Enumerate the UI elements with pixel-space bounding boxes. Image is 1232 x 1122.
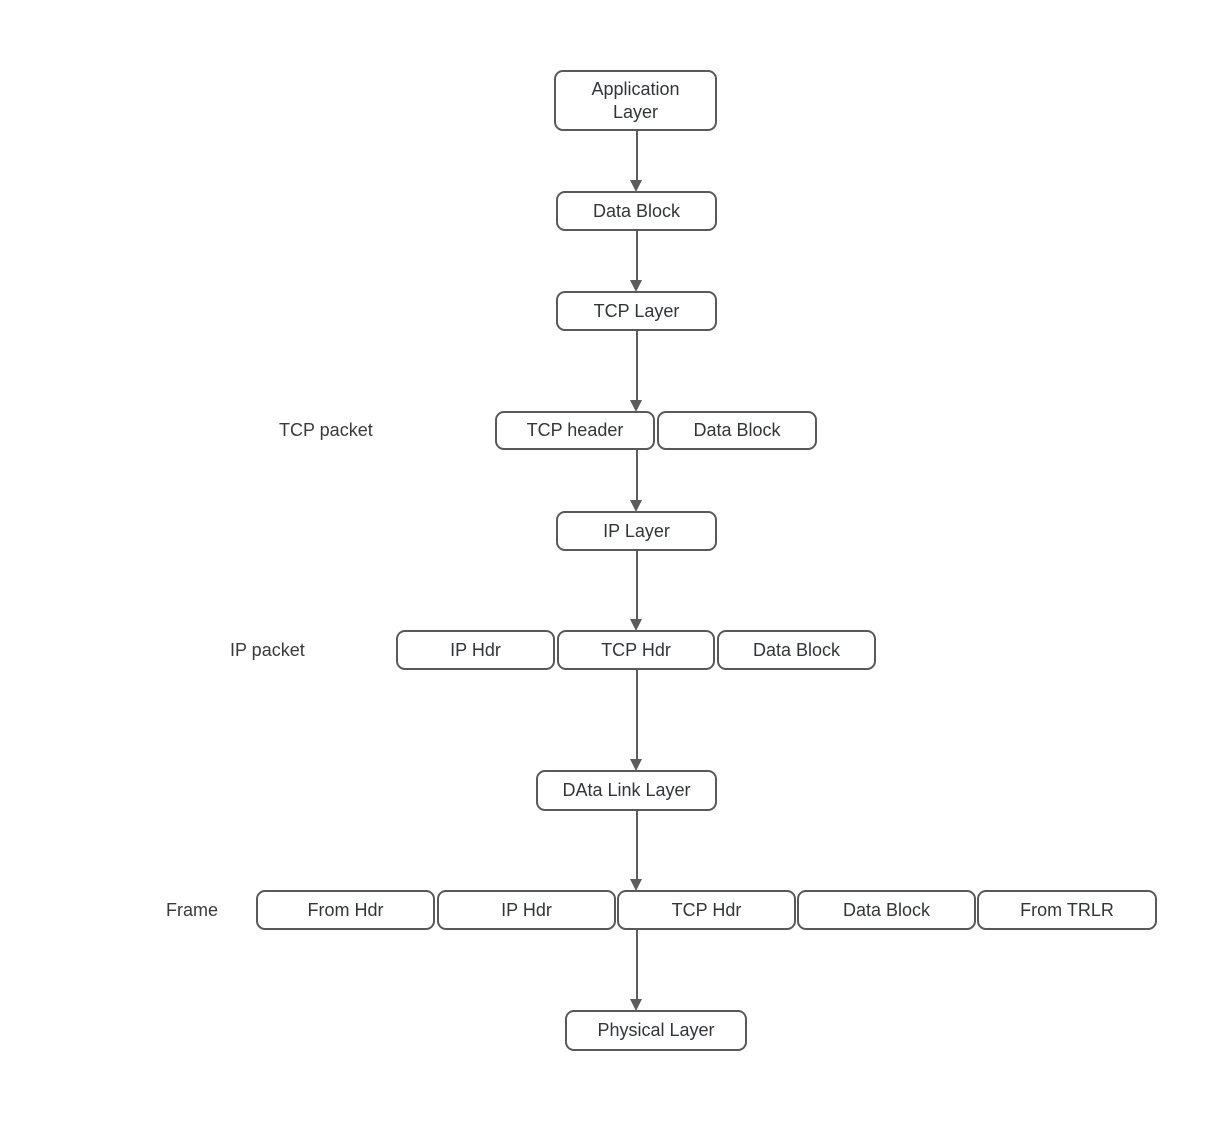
node-application-layer-label: Application Layer xyxy=(591,78,680,122)
arrow-line xyxy=(635,811,638,880)
arrow-head-icon xyxy=(630,999,642,1011)
node-physical-layer-label: Physical Layer xyxy=(597,1020,715,1040)
node-data-block: Data Block xyxy=(556,191,717,231)
arrow-line xyxy=(635,450,638,501)
node-application-layer: Application Layer xyxy=(554,70,717,131)
arrow-head-icon xyxy=(630,280,642,292)
cell-tcp-hdr-label: TCP Hdr xyxy=(601,639,671,660)
cell-ip-hdr: IP Hdr xyxy=(396,630,555,670)
arrow-head-icon xyxy=(630,619,642,631)
node-tcp-layer: TCP Layer xyxy=(556,291,717,331)
cell-tcp-header-label: TCP header xyxy=(526,420,624,440)
arrow-ippacket-to-datalink xyxy=(630,670,643,771)
arrow-datalink-to-frame xyxy=(630,811,643,891)
cell-frame-data-block-label: Data Block xyxy=(842,899,931,920)
cell-from-hdr: From Hdr xyxy=(256,890,435,930)
node-ip-layer: IP Layer xyxy=(556,511,717,551)
arrow-tcppacket-to-iplayer xyxy=(630,450,643,512)
arrow-line xyxy=(635,930,638,1000)
cell-frame-ip-hdr: IP Hdr xyxy=(437,890,616,930)
arrow-line xyxy=(635,331,638,401)
node-physical-layer: Physical Layer xyxy=(565,1010,747,1051)
cell-tcp-header: TCP header xyxy=(495,411,655,450)
row-label-frame: Frame xyxy=(166,900,219,920)
cell-frame-ip-hdr-label: IP Hdr xyxy=(501,899,552,920)
arrow-line xyxy=(635,131,638,181)
cell-from-trlr-label: From TRLR xyxy=(1020,899,1114,920)
arrow-tcplayer-to-tcppacket xyxy=(630,331,643,412)
arrow-head-icon xyxy=(630,500,642,512)
row-label-ip-packet: IP packet xyxy=(230,640,305,660)
node-data-link-layer-label: DAta Link Layer xyxy=(562,780,691,800)
node-tcp-layer-label: TCP Layer xyxy=(593,300,680,321)
cell-frame-tcp-hdr-label: TCP Hdr xyxy=(671,899,742,920)
row-label-tcp-packet: TCP packet xyxy=(279,420,373,440)
arrow-line xyxy=(635,551,638,620)
arrow-datablock-to-tcplayer xyxy=(630,231,643,292)
arrow-head-icon xyxy=(630,759,642,771)
arrow-iplayer-to-ippacket xyxy=(630,551,643,631)
arrow-line xyxy=(635,670,638,760)
node-data-block-label: Data Block xyxy=(592,200,681,221)
cell-data-block-2-label: Data Block xyxy=(752,639,841,660)
arrow-head-icon xyxy=(630,180,642,192)
cell-frame-data-block: Data Block xyxy=(797,890,976,930)
cell-data-block: Data Block xyxy=(657,411,817,450)
node-data-link-layer: DAta Link Layer xyxy=(536,770,717,811)
arrow-line xyxy=(635,231,638,281)
cell-from-trlr: From TRLR xyxy=(977,890,1157,930)
cell-ip-hdr-label: IP Hdr xyxy=(450,639,501,660)
arrow-frame-to-physical xyxy=(630,930,643,1011)
cell-frame-tcp-hdr: TCP Hdr xyxy=(617,890,796,930)
node-ip-layer-label: IP Layer xyxy=(603,520,670,541)
cell-from-hdr-label: From Hdr xyxy=(307,899,384,920)
arrow-head-icon xyxy=(630,400,642,412)
arrow-application-to-datablock xyxy=(630,131,643,192)
arrow-head-icon xyxy=(630,879,642,891)
cell-tcp-hdr: TCP Hdr xyxy=(557,630,715,670)
cell-data-block-label: Data Block xyxy=(693,420,781,440)
cell-data-block-2: Data Block xyxy=(717,630,876,670)
